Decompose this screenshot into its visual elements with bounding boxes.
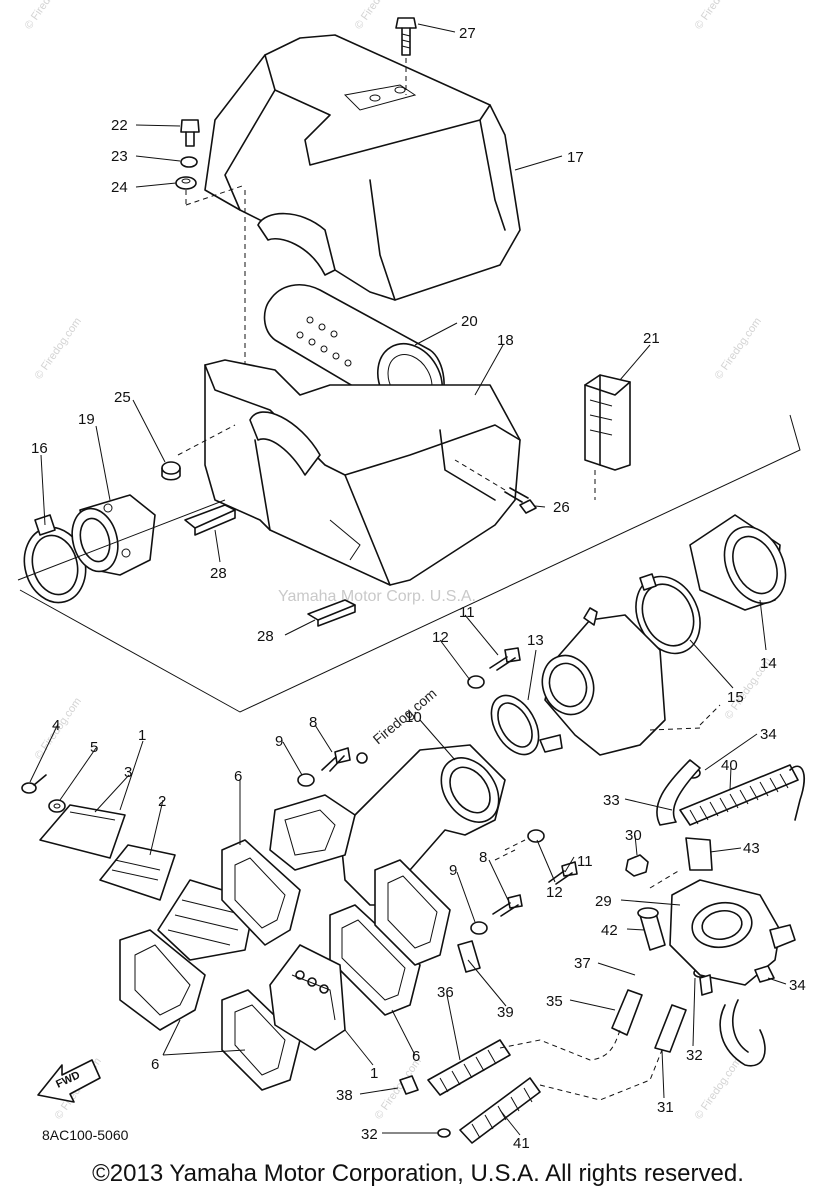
callout-label: 12 <box>432 629 449 646</box>
firedog-watermark: © Firedog.com <box>23 0 74 32</box>
fuel-hoses <box>427 759 805 1144</box>
hose-clamp-ring <box>490 694 563 756</box>
callout-label: 24 <box>111 179 128 196</box>
callout-label: 21 <box>643 330 660 347</box>
callout-label: 14 <box>760 655 777 672</box>
fuel-pump-assembly <box>637 837 796 996</box>
callout-label: 11 <box>459 604 475 621</box>
callout-label: 8 <box>479 849 487 866</box>
callout-label: 28 <box>257 628 274 645</box>
callout-label: 1 <box>370 1065 378 1082</box>
callout-label: 41 <box>513 1135 530 1152</box>
callout-label: 1 <box>138 727 146 744</box>
callout-label: 3 <box>124 764 132 781</box>
callout-label: 30 <box>625 827 642 844</box>
copyright-notice: ©2013 Yamaha Motor Corporation, U.S.A. A… <box>92 1160 744 1187</box>
callout-label: 39 <box>497 1004 514 1021</box>
firedog-watermark: © Firedog.com <box>713 316 764 382</box>
callout-label: 9 <box>275 733 283 750</box>
callout-label: 26 <box>553 499 570 516</box>
callout-label: 4 <box>52 717 60 734</box>
callout-label: 19 <box>78 411 95 428</box>
callout-label: 28 <box>210 565 227 582</box>
callout-label: 34 <box>789 977 806 994</box>
callout-label: 6 <box>151 1056 159 1073</box>
callout-label: 29 <box>595 893 612 910</box>
callout-label: 32 <box>361 1126 378 1143</box>
dashed-guides <box>494 704 721 889</box>
firedog-watermark: © Firedog.com <box>693 0 744 32</box>
callout-label: 13 <box>527 632 544 649</box>
callout-label: 16 <box>31 440 48 457</box>
callout-label: 17 <box>567 149 584 166</box>
callout-label: 22 <box>111 117 128 134</box>
intake-manifold <box>269 744 506 906</box>
carb-joint-assembly <box>541 514 787 756</box>
callout-label: 35 <box>546 993 563 1010</box>
hardware-top <box>175 17 417 385</box>
callout-label: 20 <box>461 313 478 330</box>
callout-label: 32 <box>686 1047 703 1064</box>
callout-label: 2 <box>158 793 166 810</box>
callout-label: 5 <box>90 739 98 756</box>
callout-label: 38 <box>336 1087 353 1104</box>
callout-label: 37 <box>574 955 591 972</box>
firedog-watermark: © Firedog.com <box>693 1056 744 1122</box>
exploded-parts-diagram: Yamaha Motor Corp. U.S.A. © Firedog.com … <box>17 0 806 1152</box>
callout-label: 40 <box>721 757 738 774</box>
callout-label: 27 <box>459 25 476 42</box>
callout-label: 36 <box>437 984 454 1001</box>
airbox-cover <box>204 34 521 301</box>
callout-label: 10 <box>405 709 422 726</box>
callout-label: 31 <box>657 1099 674 1116</box>
callout-label: 9 <box>449 862 457 879</box>
callout-label: 23 <box>111 148 128 165</box>
callout-label: 34 <box>760 726 777 743</box>
callout-label: 12 <box>546 884 563 901</box>
callout-leaders <box>29 23 787 1136</box>
callout-label: 42 <box>601 922 618 939</box>
airbox-base <box>204 359 521 586</box>
callout-label: 43 <box>743 840 760 857</box>
forward-arrow: FWD <box>37 1059 101 1103</box>
reed-valve-assembly <box>39 804 451 1091</box>
callout-label: 8 <box>309 714 317 731</box>
callout-label: 15 <box>727 689 744 706</box>
assembly-frame <box>17 414 801 713</box>
intake-clamp-and-joint <box>23 494 156 604</box>
callout-label: 18 <box>497 332 514 349</box>
air-filter-element <box>584 374 631 471</box>
callout-numbers: 27 22 23 24 17 20 18 21 25 19 16 26 28 2… <box>31 25 806 1152</box>
callout-label: 11 <box>577 853 593 870</box>
callout-label: 25 <box>114 389 131 406</box>
callout-label: 6 <box>234 768 242 785</box>
tube-holes <box>296 316 352 367</box>
diagram-code: 8AC100-5060 <box>42 1127 129 1143</box>
callout-label: 6 <box>412 1048 420 1065</box>
center-watermark: Yamaha Motor Corp. U.S.A. <box>278 588 476 605</box>
foam-pads <box>184 504 356 627</box>
hardware-mid <box>161 424 596 514</box>
callout-label: 33 <box>603 792 620 809</box>
firedog-watermark: © Firedog.com <box>33 316 84 382</box>
